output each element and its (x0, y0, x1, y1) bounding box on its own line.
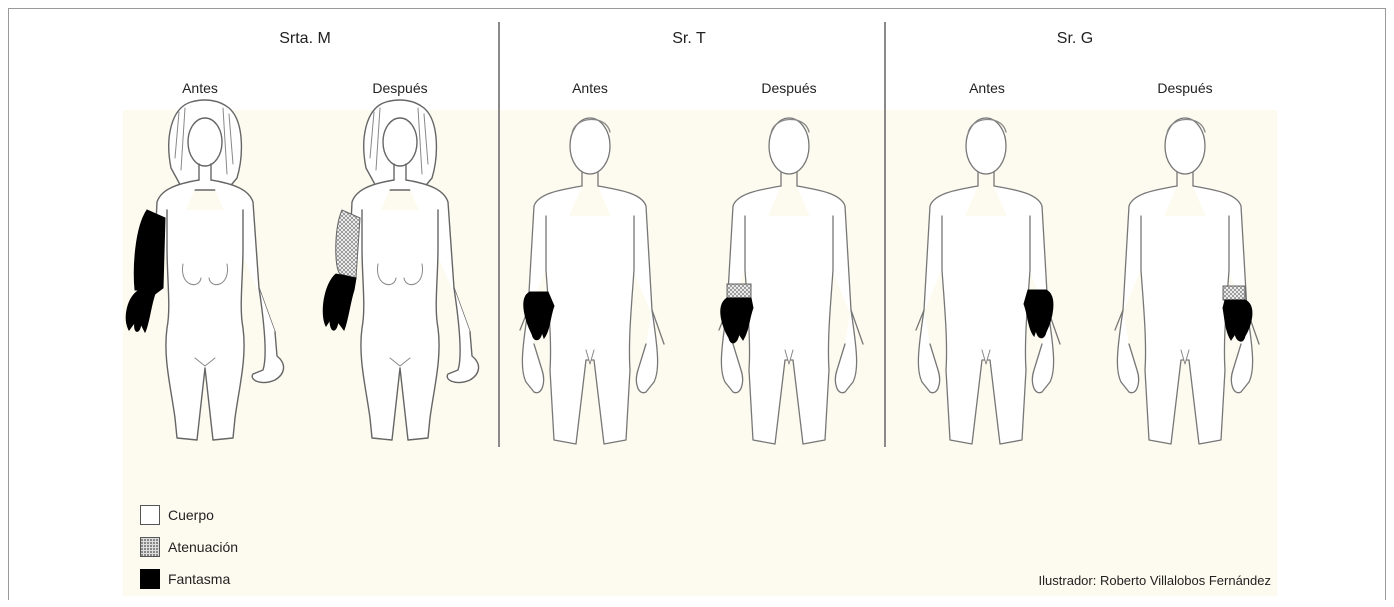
legend-swatch-body (140, 505, 160, 525)
legend-label-body: Cuerpo (168, 507, 214, 523)
legend-label-attenuation: Atenuación (168, 539, 238, 555)
figure-sr-t-before (520, 118, 664, 444)
legend-swatch-attenuation (140, 537, 160, 557)
phantom-region (126, 210, 165, 332)
attenuation-region (336, 210, 360, 278)
legend-label-phantom: Fantasma (168, 571, 230, 587)
figure-sr-g-after (1115, 118, 1259, 444)
illustrator-credit: Ilustrador: Roberto Villalobos Fernández (1039, 573, 1271, 588)
figure-srta-m-before (126, 100, 283, 440)
figure-sr-g-before (916, 118, 1060, 444)
phantom-region (323, 274, 356, 330)
legend-swatch-phantom (140, 569, 160, 589)
figure-sr-t-after (719, 118, 863, 444)
attenuation-region (727, 284, 751, 298)
figure-srta-m-after (323, 100, 478, 440)
attenuation-region (1223, 286, 1245, 300)
